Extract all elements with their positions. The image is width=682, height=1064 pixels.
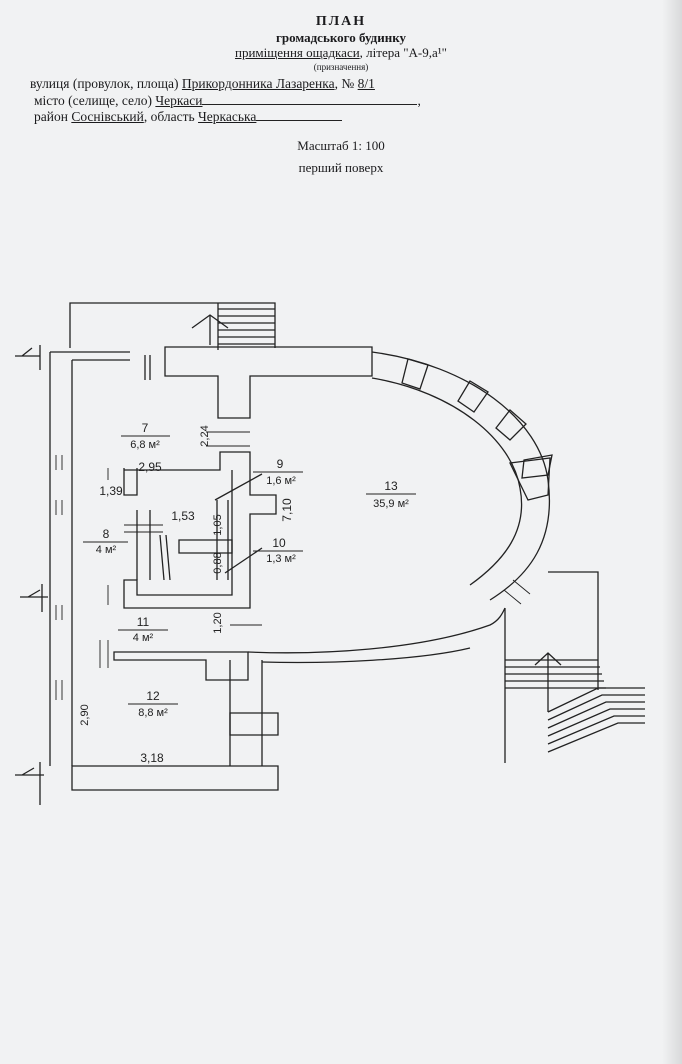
room-7-number: 7 <box>142 421 149 435</box>
city-label: місто (селище, село) <box>34 93 153 108</box>
purpose-line: приміщення ощадкаси, літера "А-9,а¹" <box>0 45 682 61</box>
room-11-number: 11 <box>137 615 150 629</box>
purpose-suffix: , літера "А-9,а¹" <box>359 45 447 60</box>
room-13-area: 35,9 м² <box>373 498 409 510</box>
dim-2-95: 2,95 <box>138 460 162 474</box>
scale-label: Масштаб 1: 100 <box>297 138 385 153</box>
dim-1-05: 1,05 <box>212 514 224 535</box>
room-12-area: 8,8 м² <box>138 707 168 719</box>
district-label: район <box>34 109 68 124</box>
room-13-number: 13 <box>384 479 398 493</box>
region-value: Черкаська <box>198 109 257 124</box>
region-label: , область <box>143 109 195 124</box>
region-blank <box>256 108 343 121</box>
floor-label: перший поверх <box>298 160 384 175</box>
purpose-caption: (призначення) <box>313 62 369 72</box>
dim-1-53: 1,53 <box>171 509 195 523</box>
room-8-area: 4 м² <box>96 544 117 556</box>
page-edge-shadow <box>662 0 682 1064</box>
room-10-area: 1,3 м² <box>266 553 296 565</box>
number-value: 8/1 <box>357 76 375 91</box>
district-line: район Соснівський, область Черкаська <box>34 108 343 125</box>
number-label: , № <box>334 76 355 91</box>
street-label: вулиця (провулок, площа) <box>30 76 179 91</box>
plan-walls <box>15 302 645 805</box>
room-8-number: 8 <box>103 527 110 541</box>
room-10-number: 10 <box>272 536 286 550</box>
dim-1-20: 1,20 <box>212 612 224 633</box>
room-7-area: 6,8 м² <box>130 439 160 451</box>
room-9-number: 9 <box>277 457 284 471</box>
dim-0-88: 0,88 <box>212 552 224 573</box>
document-subtitle: громадського будинку <box>275 30 407 45</box>
purpose-value: приміщення ощадкаси <box>234 45 360 60</box>
dim-2-90: 2,90 <box>79 704 91 725</box>
room-11-area: 4 м² <box>133 632 154 644</box>
city-value: Черкаси <box>155 93 203 108</box>
dim-2-24: 2,24 <box>199 425 211 446</box>
dim-3-18: 3,18 <box>140 751 164 765</box>
city-end: , <box>417 93 421 108</box>
street-value: Прикордонника Лазаренка <box>181 76 335 91</box>
dim-1-39: 1,39 <box>99 484 123 498</box>
room-9-area: 1,6 м² <box>266 475 296 487</box>
room-12-number: 12 <box>146 689 160 703</box>
document-title: ПЛАН <box>315 14 367 29</box>
city-blank <box>202 92 418 105</box>
dim-7-10: 7,10 <box>280 498 294 522</box>
district-value: Соснівський <box>71 109 144 124</box>
city-line: місто (селище, село) Черкаси, <box>34 92 421 109</box>
area-underlines <box>83 435 416 705</box>
street-line: вулиця (провулок, площа) Прикордонника Л… <box>30 76 375 92</box>
